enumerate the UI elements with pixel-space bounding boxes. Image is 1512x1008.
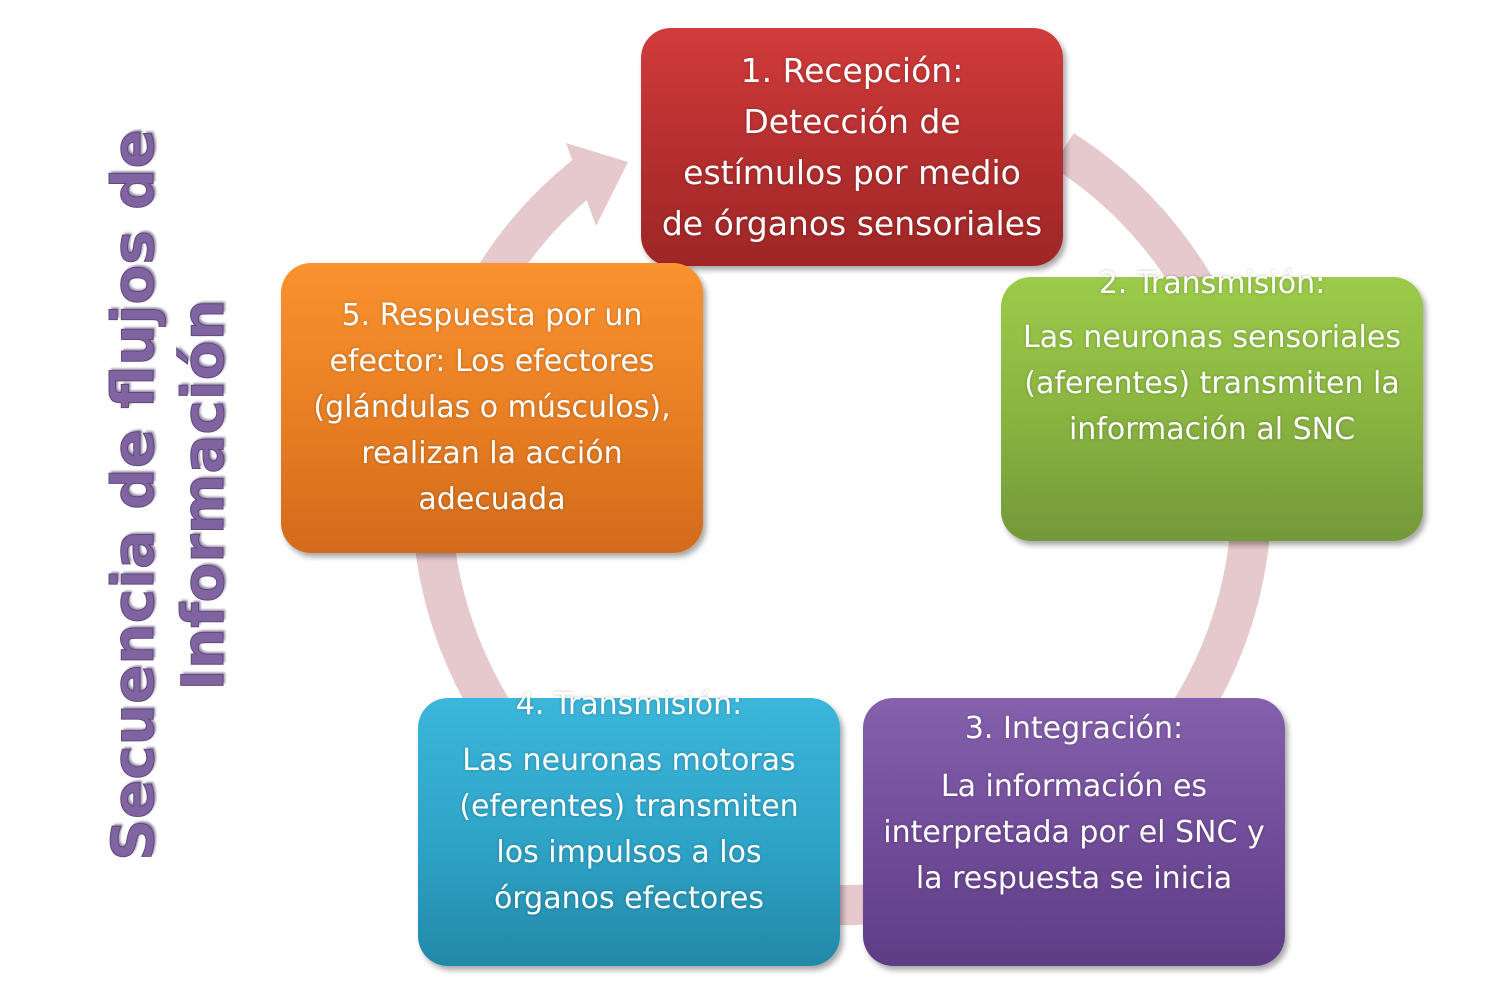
step-3-heading: 3. Integración: <box>964 711 1184 746</box>
step-1-reception: 1. Recepción: Detección de estímulos por… <box>641 28 1063 266</box>
step-2-text: Las neuronas sensoriales (aferentes) tra… <box>1023 320 1401 447</box>
step-3-integration: 3. Integración: La información es interp… <box>863 698 1285 966</box>
step-4-text: Las neuronas motoras (eferentes) transmi… <box>459 743 799 916</box>
step-4-motor-transmission: 4. Transmisión: Las neuronas motoras (ef… <box>418 687 840 966</box>
step-4-heading: 4. Transmisión: <box>515 687 743 722</box>
step-3-text: La información es interpretada por el SN… <box>883 769 1265 896</box>
cycle-arrow-head <box>566 143 628 226</box>
step-5-text: 5. Respuesta por un efector: Los efector… <box>313 298 671 517</box>
step-2-sensory-transmission: 2. Transmisión: Las neuronas sensoriales… <box>1001 266 1423 541</box>
step-2-heading: 2. Transmisión: <box>1098 266 1326 301</box>
step-5-effector-response: 5. Respuesta por un efector: Los efector… <box>281 263 703 553</box>
step-1-text: 1. Recepción: Detección de estímulos por… <box>661 51 1043 243</box>
diagram-title: Secuencia de flujos de Información <box>99 129 238 862</box>
